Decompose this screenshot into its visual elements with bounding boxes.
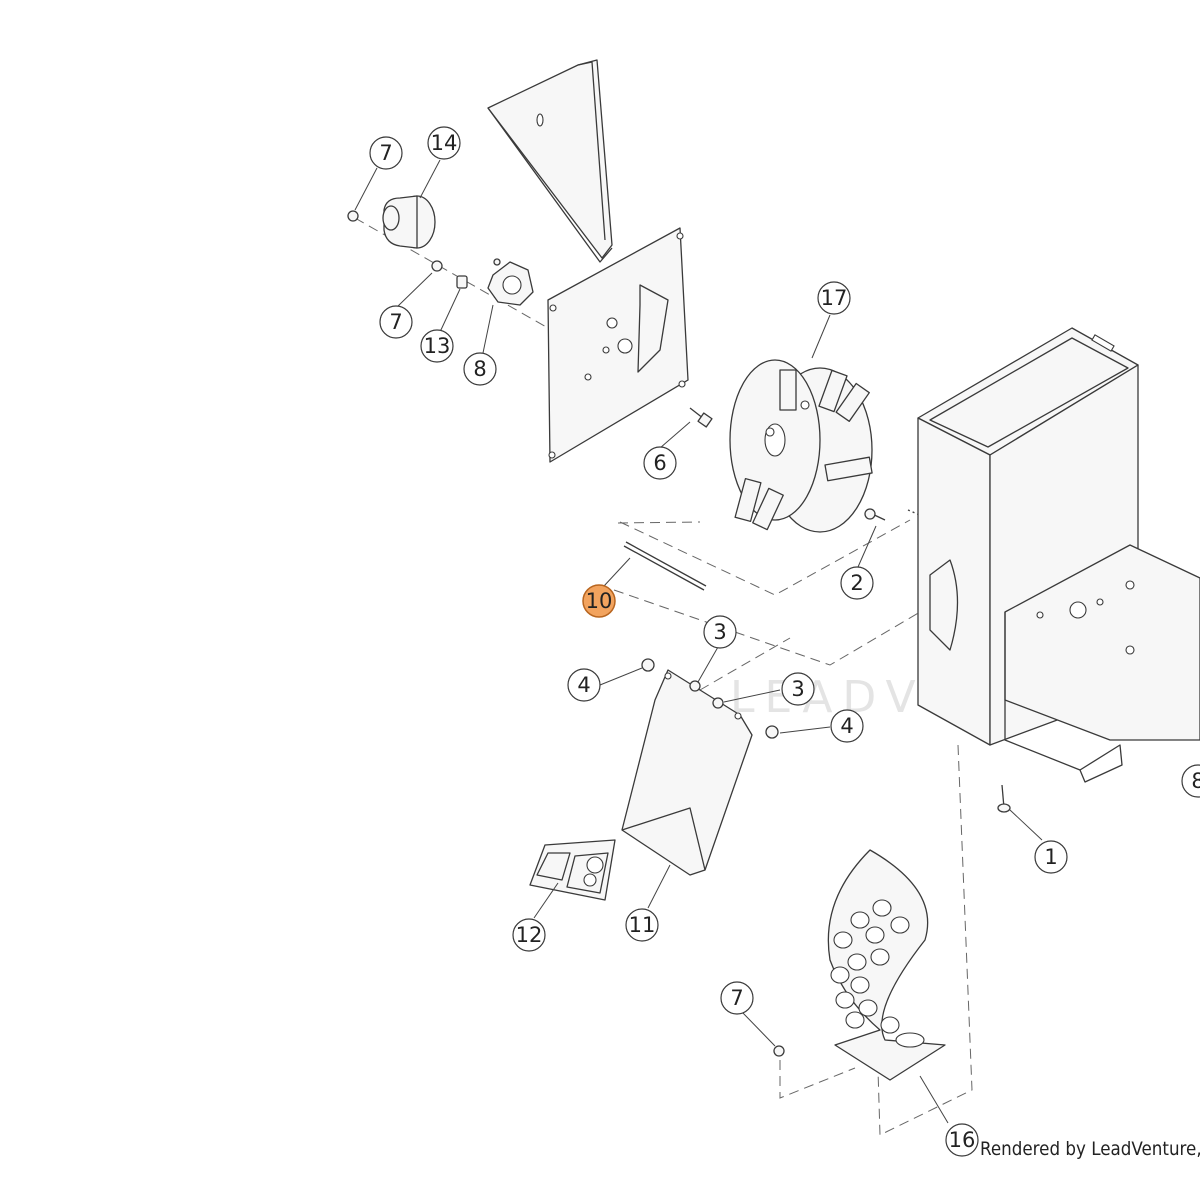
callout-label: 7 (379, 141, 392, 165)
shaft-rod-part[interactable] (623, 541, 707, 591)
screw-part[interactable] (864, 508, 886, 521)
callout-label: 14 (431, 131, 458, 155)
hardware-washers-nuts (641, 658, 779, 739)
callout-label: 7 (730, 986, 743, 1010)
callout-16[interactable]: 16 (945, 1123, 979, 1157)
mounting-bolt-part[interactable] (997, 784, 1011, 813)
callout-label: 2 (850, 571, 863, 595)
callout-label: 13 (424, 334, 451, 358)
rotor-assembly-part[interactable] (729, 359, 873, 533)
leader-lines (354, 159, 1043, 1124)
callout-label: 4 (840, 714, 853, 738)
callout-label: 4 (577, 673, 590, 697)
callout-7[interactable]: 7 (369, 136, 403, 170)
callout-4[interactable]: 4 (567, 668, 601, 702)
perforated-deflector-part[interactable] (827, 849, 946, 1081)
callout-14[interactable]: 14 (427, 126, 461, 160)
callout-7[interactable]: 7 (720, 981, 754, 1015)
callout-label: 7 (389, 310, 402, 334)
render-credit: Rendered by LeadVenture, (980, 1138, 1200, 1160)
callout-3[interactable]: 3 (703, 615, 737, 649)
callout-6[interactable]: 6 (643, 446, 677, 480)
callout-label: 16 (949, 1128, 976, 1152)
callout-label: 1 (1044, 845, 1057, 869)
hopper-chute-part[interactable] (487, 59, 613, 263)
mounting-plate-part[interactable] (547, 227, 689, 463)
bearing-cap-part[interactable] (382, 195, 436, 249)
callout-label: 8 (1191, 769, 1200, 793)
callout-7[interactable]: 7 (379, 305, 413, 339)
nut-spacer-hardware (347, 210, 785, 1057)
callout-3[interactable]: 3 (781, 672, 815, 706)
callout-label: 8 (473, 357, 486, 381)
callout-label: 11 (629, 913, 656, 937)
callout-label: 12 (516, 923, 543, 947)
callout-label: 3 (713, 620, 726, 644)
callout-17[interactable]: 17 (817, 281, 851, 315)
flange-bearing-part[interactable] (487, 258, 534, 306)
callout-11[interactable]: 11 (625, 908, 659, 942)
callout-label: 17 (821, 286, 848, 310)
callout-8[interactable]: 8 (463, 352, 497, 386)
callout-label: 3 (791, 677, 804, 701)
callout-8[interactable]: 8 (1181, 764, 1200, 798)
callout-2[interactable]: 2 (840, 566, 874, 600)
warning-decal-part[interactable] (529, 839, 616, 901)
callout-1[interactable]: 1 (1034, 840, 1068, 874)
callout-13[interactable]: 13 (420, 329, 454, 363)
frame-bracket-part[interactable] (1004, 544, 1200, 783)
callout-4[interactable]: 4 (830, 709, 864, 743)
callout-10-selected[interactable]: 10 (582, 584, 616, 618)
callout-label: 6 (653, 451, 666, 475)
chute-cover-part[interactable] (621, 669, 753, 876)
callout-label: 10 (586, 589, 613, 613)
bolt-part[interactable] (689, 407, 713, 428)
callout-12[interactable]: 12 (512, 918, 546, 952)
